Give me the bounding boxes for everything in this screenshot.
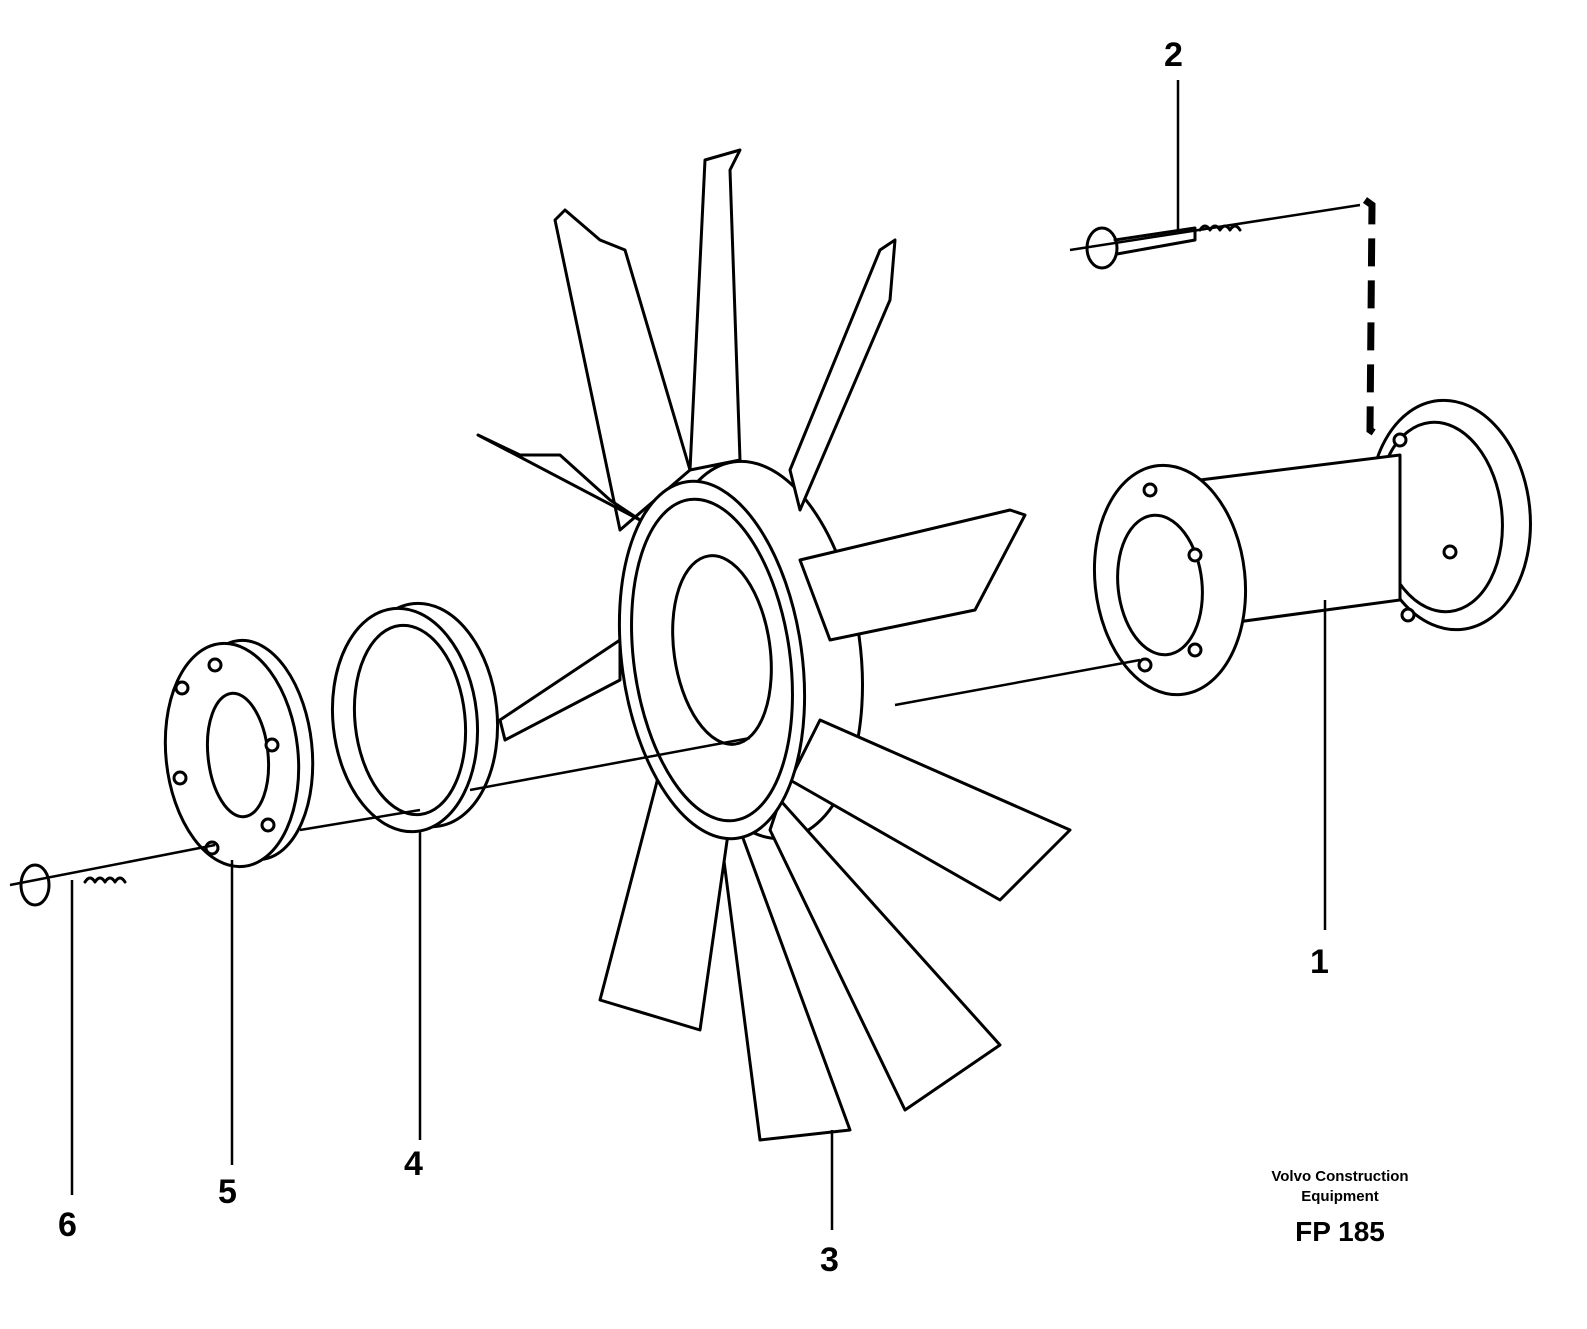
- brand-name: Volvo Construction: [1271, 1168, 1409, 1185]
- ring-inner: [352, 623, 468, 817]
- bolt-thread: [83, 876, 127, 884]
- spacer-bolt-hole: [1442, 544, 1458, 560]
- spacer-bolt-hole: [1400, 607, 1416, 623]
- callout-3: 3: [820, 1241, 839, 1279]
- leader-lines: [70, 80, 1327, 1230]
- callout-4: 4: [404, 1145, 423, 1183]
- fan-blade: [798, 508, 1027, 642]
- spacer-bolt-hole: [1142, 482, 1158, 498]
- flange-bolt-hole: [172, 770, 188, 786]
- bolt-shank: [1113, 226, 1197, 256]
- fan-blade: [498, 638, 622, 742]
- bolt-part-2: [1085, 224, 1242, 270]
- bolt-head: [19, 863, 51, 907]
- fan-blade: [788, 238, 897, 512]
- callout-5: 5: [218, 1173, 237, 1211]
- fan-blade: [768, 798, 1002, 1112]
- flange-bolt-hole: [174, 680, 190, 696]
- callout-6: 6: [58, 1206, 77, 1244]
- fan-blade: [788, 718, 1072, 902]
- fan-part: [476, 148, 1072, 1142]
- pulley-ring-part: [330, 601, 500, 834]
- bolt-head: [1085, 226, 1119, 270]
- spacer-front-bore: [1116, 513, 1204, 657]
- brand-name-line2: Equipment: [1301, 1188, 1379, 1205]
- fan-blade: [688, 148, 742, 472]
- spacer-part: [1092, 398, 1532, 697]
- fan-blade: [476, 433, 642, 522]
- flange-bolt-hole: [264, 737, 280, 753]
- flange-bolt-hole: [207, 657, 223, 673]
- callout-1: 1: [1310, 943, 1329, 981]
- flange-bolt-hole: [204, 840, 220, 856]
- flange-part: [163, 638, 315, 869]
- spacer-bolt-hole: [1137, 657, 1153, 673]
- spacer-bolt-hole: [1392, 432, 1408, 448]
- flange-bore: [205, 691, 271, 819]
- fan-hub-bore: [671, 554, 773, 746]
- flange-bolt-hole: [260, 817, 276, 833]
- callout-2: 2: [1164, 36, 1183, 74]
- spacer-bolt-hole: [1187, 642, 1203, 658]
- spacer-bolt-hole: [1187, 547, 1203, 563]
- figure-code: FP 185: [1295, 1216, 1385, 1247]
- assembly-axis: [9, 197, 1387, 887]
- bolt-thread: [1198, 224, 1242, 232]
- bolt-part-6: [19, 863, 127, 907]
